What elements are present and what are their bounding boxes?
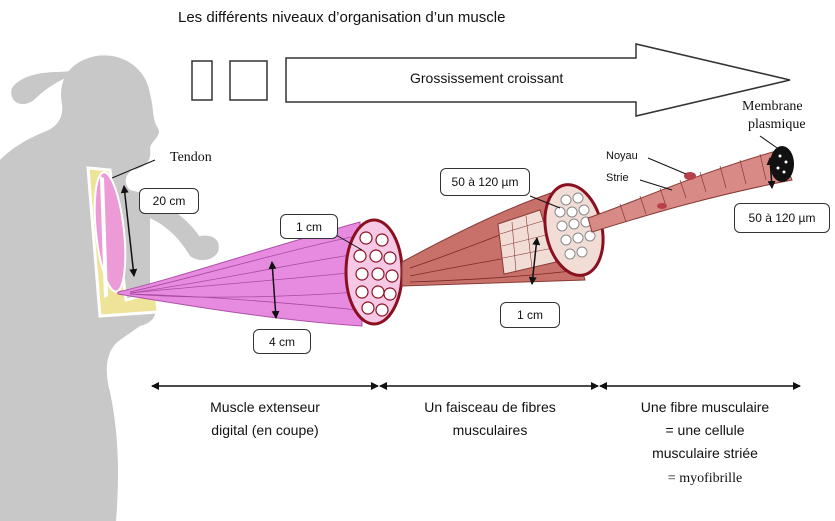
fascicle-width-label: 1 cm	[500, 302, 560, 328]
arm-length-label: 20 cm	[139, 188, 199, 214]
caption-fiber-line1: Une fibre musculaire	[600, 396, 810, 419]
caption-fascicle-line1: Un faisceau de fibres	[395, 396, 585, 419]
caption-fiber-line2: = une cellule	[600, 419, 810, 442]
muscle-width-label: 4 cm	[253, 329, 311, 354]
caption-muscle-line1: Muscle extenseur	[175, 396, 355, 419]
caption-fascicle-line2: musculaires	[395, 419, 585, 442]
noyau-label: Noyau	[606, 150, 638, 162]
strie-label: Strie	[606, 172, 629, 184]
caption-muscle: Muscle extenseur digital (en coupe)	[175, 396, 355, 442]
caption-muscle-line2: digital (en coupe)	[175, 419, 355, 442]
fascicle-fiber-label: 50 à 120 µm	[440, 168, 530, 196]
fiber-diameter-label: 50 à 120 µm	[734, 203, 830, 233]
muscle-shape	[118, 220, 402, 326]
muscle-section-label: 1 cm	[280, 214, 338, 239]
caption-fiber-line3: musculaire striée	[600, 442, 810, 465]
magnification-label: Grossissement croissant	[410, 70, 563, 86]
caption-fiber-line4: = myofibrille	[600, 467, 810, 490]
tendon-label: Tendon	[170, 150, 212, 166]
caption-fiber: Une fibre musculaire = une cellule muscu…	[600, 396, 810, 490]
membrane-label-line2: plasmique	[748, 116, 806, 133]
membrane-label-line1: Membrane	[742, 98, 803, 115]
diagram-title: Les différents niveaux d’organisation d’…	[178, 9, 505, 26]
caption-fascicle: Un faisceau de fibres musculaires	[395, 396, 585, 442]
